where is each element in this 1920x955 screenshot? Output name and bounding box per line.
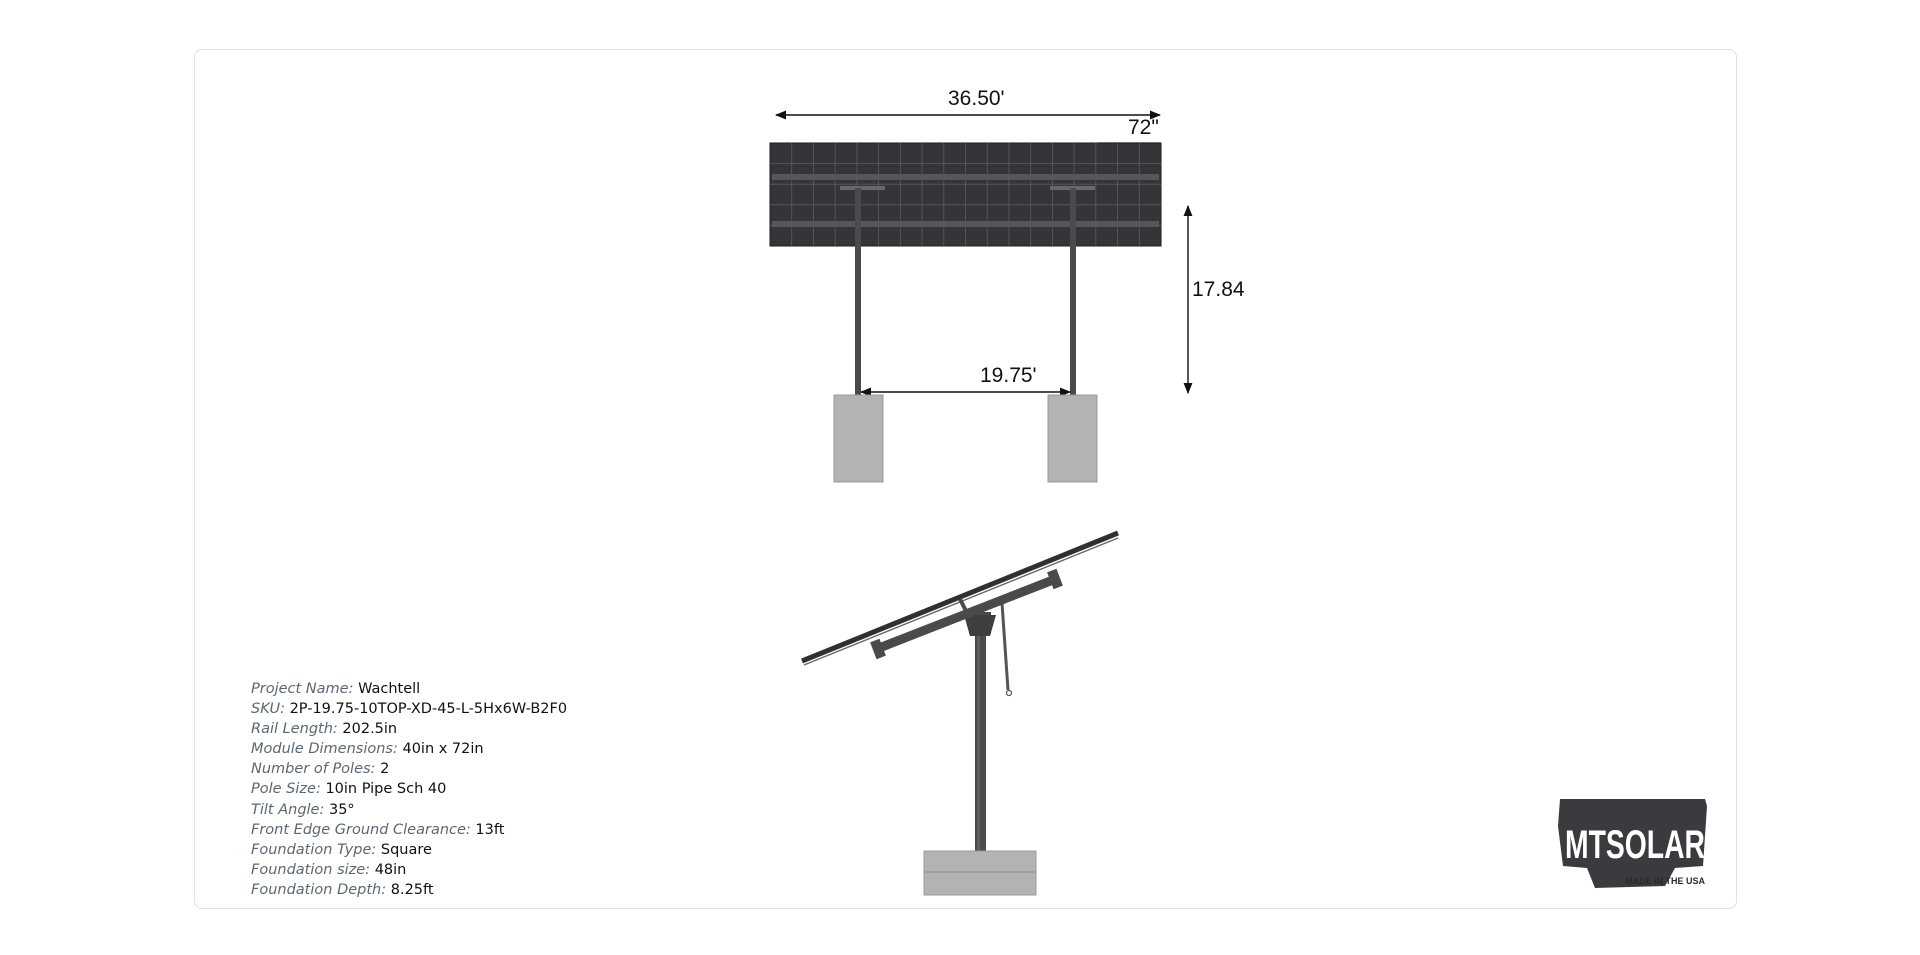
spec-row: Project Name: Wachtell [251, 679, 567, 699]
solar-array [769, 142, 1162, 247]
front-view [769, 110, 1193, 483]
spec-value: 2 [380, 761, 390, 778]
right-foundation [1047, 394, 1098, 483]
spec-row: Tilt Angle: 35° [251, 800, 567, 820]
spec-row: Foundation size: 48in [251, 860, 567, 880]
spec-label: Foundation Type: [251, 841, 377, 858]
module-length-label: 72" [1128, 116, 1159, 139]
spec-value: 13ft [475, 821, 505, 838]
spec-row: Foundation Depth: 8.25ft [251, 880, 567, 900]
spec-value: 8.25ft [390, 881, 434, 898]
pole-spacing-label: 19.75' [980, 364, 1037, 387]
spec-value: 202.5in [342, 721, 398, 738]
right-pole [1070, 188, 1076, 396]
left-pole [855, 188, 861, 396]
spec-value: 40in x 72in [402, 741, 484, 758]
logo-brand: MTSOLAR [1565, 823, 1705, 867]
height-label: 17.84 [1192, 278, 1245, 301]
overall-width-label: 36.50' [948, 87, 1005, 110]
spec-row: Module Dimensions: 40in x 72in [251, 739, 567, 759]
spec-value: Wachtell [358, 681, 421, 697]
spec-value: 2P-19.75-10TOP-XD-45-L-5Hx6W-B2F0 [289, 701, 568, 718]
side-solar-module [801, 530, 1119, 664]
mtsolar-logo: MTSOLAR MADE IN THE USA [1558, 799, 1707, 888]
spec-value: 35° [328, 801, 355, 818]
spec-label: Module Dimensions: [251, 741, 398, 758]
spec-value: 48in [374, 861, 407, 878]
spec-value: 10in Pipe Sch 40 [325, 781, 447, 798]
spec-label: Tilt Angle: [251, 801, 325, 818]
spec-label: Foundation Depth: [251, 881, 387, 898]
spec-row: Pole Size: 10in Pipe Sch 40 [251, 779, 567, 799]
spec-row: Foundation Type: Square [251, 840, 567, 860]
spec-label: Project Name: [251, 681, 354, 697]
spec-label: SKU: [251, 701, 285, 718]
spec-row: Front Edge Ground Clearance: 13ft [251, 820, 567, 840]
left-foundation [833, 394, 884, 483]
side-pole [975, 625, 986, 853]
logo-tagline: MADE IN THE USA [1625, 876, 1706, 886]
spec-row: Rail Length: 202.5in [251, 719, 567, 739]
side-foundation [923, 850, 1037, 896]
spec-row: SKU: 2P-19.75-10TOP-XD-45-L-5Hx6W-B2F0 [251, 699, 567, 719]
spec-row: Number of Poles: 2 [251, 759, 567, 779]
spec-label: Front Edge Ground Clearance: [251, 821, 471, 838]
spec-label: Rail Length: [251, 721, 338, 738]
side-view [801, 530, 1119, 896]
spec-label: Number of Poles: [251, 761, 376, 778]
spec-value: Square [380, 841, 432, 858]
spec-label: Foundation size: [251, 861, 371, 878]
spec-label: Pole Size: [251, 781, 321, 798]
